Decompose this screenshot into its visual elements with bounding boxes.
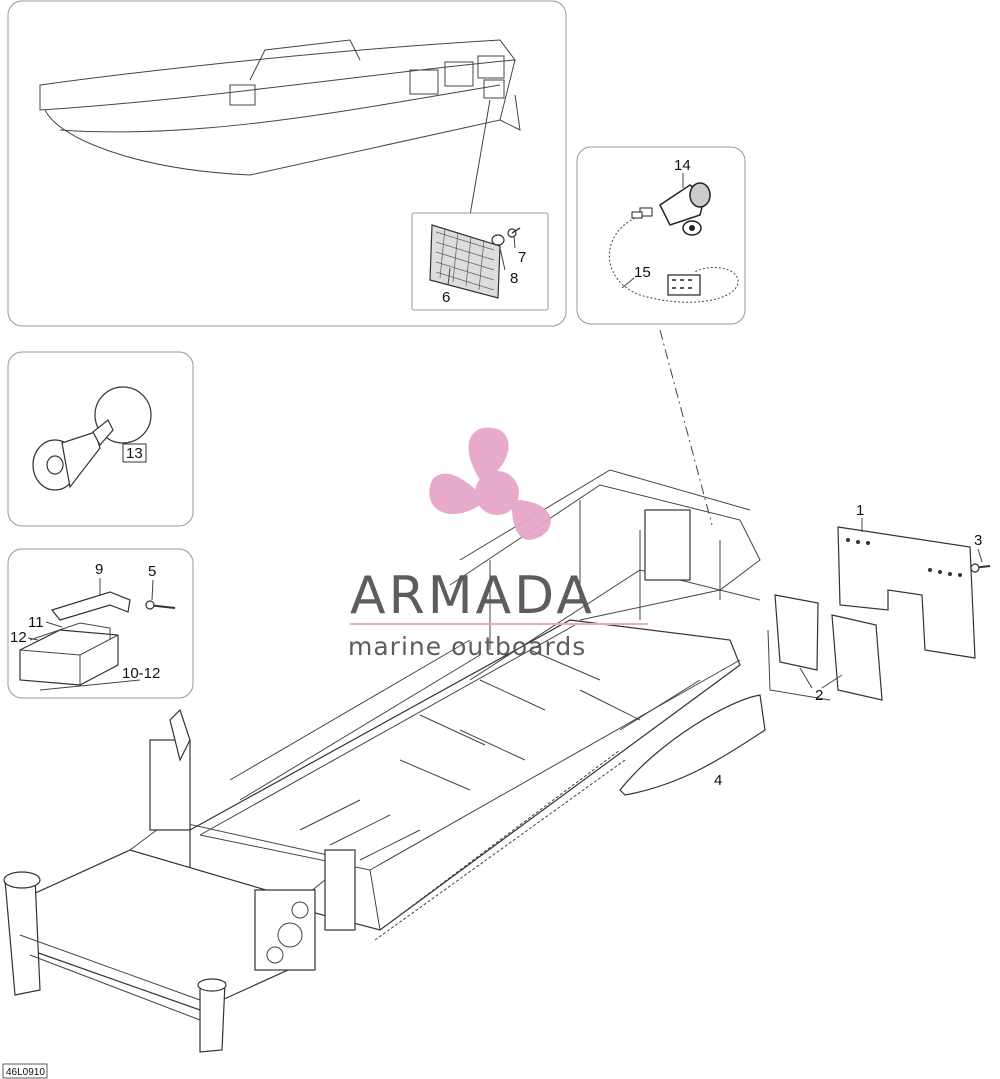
connector-icon [667, 274, 701, 296]
callout-7: 7 [518, 249, 526, 266]
bolt-icon [145, 600, 176, 610]
callout-12: 12 [10, 629, 27, 646]
ignition-switch-icon [631, 182, 711, 236]
washer-icon [491, 234, 505, 246]
chassis-frame-illustration [3, 469, 761, 1053]
drawing-code: 46L0910 [6, 1067, 45, 1078]
snow-flap-parts: 1 2 3 4 [619, 502, 991, 796]
callout-2: 2 [815, 687, 823, 704]
callout-6: 6 [442, 289, 450, 306]
propeller-logo-icon [429, 427, 551, 540]
callout-5: 5 [148, 563, 156, 580]
callout-9: 9 [95, 561, 103, 578]
ignition-switch-panel: 14 15 [576, 146, 746, 325]
cushion-icon [19, 622, 119, 686]
accessory-panel: 9 5 11 12 10-12 [7, 548, 194, 699]
callout-11: 11 [28, 614, 44, 631]
watermark-brand: ARMADA [350, 566, 595, 626]
callout-10-12: 10-12 [122, 665, 160, 682]
rivet-icon [970, 563, 991, 573]
watermark-tagline: marine outboards [348, 632, 586, 661]
side-flap-icon [774, 594, 819, 671]
rear-bumper-illustration [39, 39, 521, 176]
callout-8: 8 [510, 270, 518, 287]
brand-watermark: ARMADA marine outboards [348, 427, 648, 661]
snow-flap-icon [837, 526, 976, 659]
heat-shield-icon [619, 694, 766, 796]
horn-panel: 13 [7, 351, 194, 527]
bracket-icon [50, 591, 131, 621]
callout-14: 14 [674, 157, 691, 174]
callout-13: 13 [126, 445, 143, 462]
callout-1: 1 [856, 502, 864, 519]
callout-3: 3 [974, 532, 982, 549]
horn-icon [32, 386, 152, 491]
rear-bumper-panel: 6 7 8 [7, 0, 567, 327]
callout-15: 15 [634, 264, 651, 281]
wiring-harness [608, 217, 739, 303]
screw-icon [507, 227, 521, 238]
side-flap-icon-2 [831, 614, 883, 701]
callout-4: 4 [714, 772, 722, 789]
reflector-icon [429, 224, 501, 299]
